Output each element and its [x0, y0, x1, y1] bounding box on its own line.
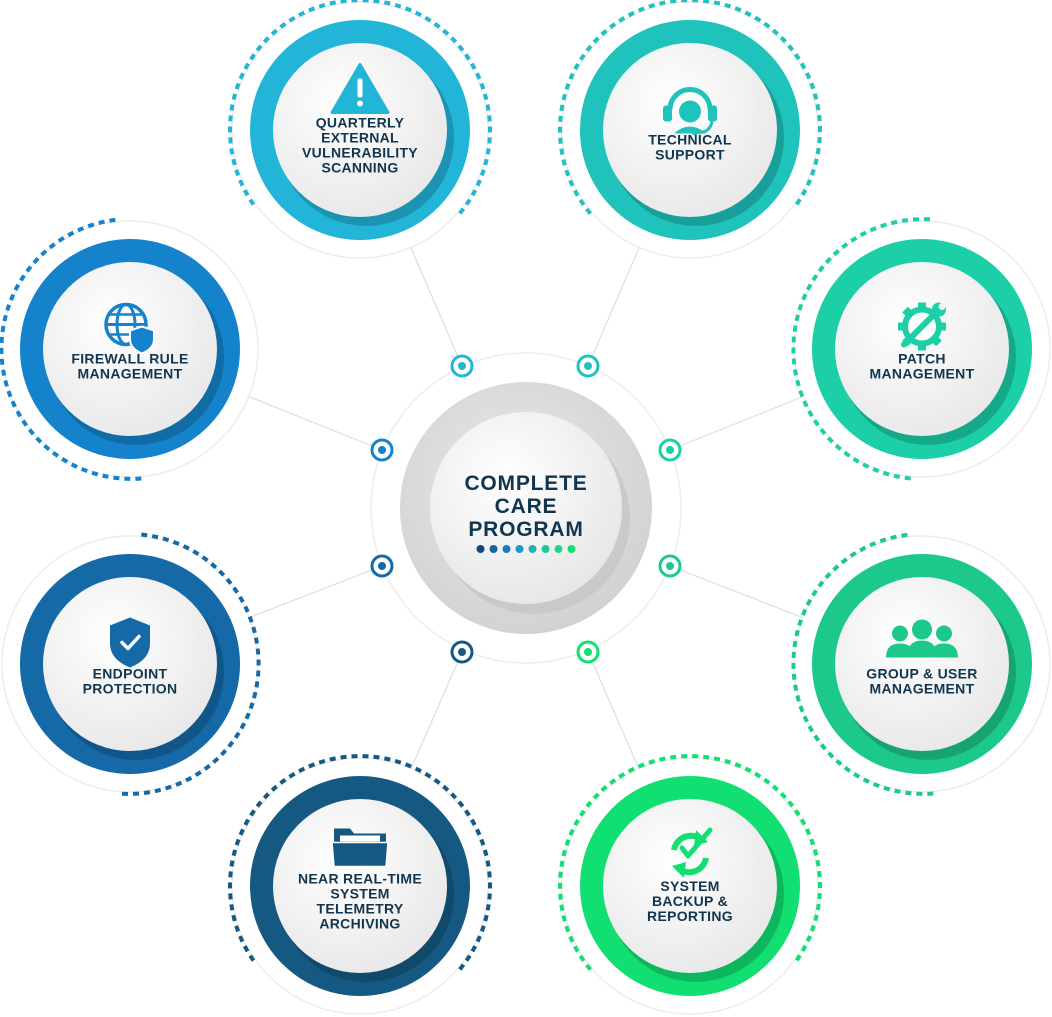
- center-dot: [541, 545, 550, 553]
- service-inner-disc: [273, 799, 447, 973]
- connector-node-dot: [458, 648, 466, 656]
- service-label-line: MANAGEMENT: [78, 366, 183, 382]
- service-dashed-arc: [558, 754, 822, 971]
- warning-icon: [330, 63, 390, 114]
- service-label-line: MANAGEMENT: [870, 681, 975, 697]
- connector-node-dot: [458, 362, 466, 370]
- service-dashed-arc: [0, 217, 142, 481]
- service-label-line: TELEMETRY: [317, 901, 404, 917]
- connector-node-dot: [666, 446, 674, 454]
- center-hub: COMPLETE CARE PROGRAM: [370, 352, 682, 664]
- service-inner-disc: [603, 799, 777, 973]
- center-dot-row: [476, 545, 576, 553]
- service-label-line: FIREWALL RULE: [71, 351, 188, 367]
- center-dot: [489, 545, 498, 553]
- service-dashed-arc: [228, 0, 492, 215]
- gear-wrench-icon: [898, 302, 946, 351]
- service-nodes: [370, 354, 682, 664]
- service-inner-disc: [43, 262, 217, 436]
- center-dot: [567, 545, 576, 553]
- center-dot: [515, 545, 524, 553]
- users-icon: [886, 619, 958, 658]
- service-label-line: SYSTEM: [660, 878, 719, 894]
- service-label-line: ARCHIVING: [319, 916, 400, 932]
- service-label-line: PATCH: [898, 351, 946, 367]
- service-dashed-arc: [228, 754, 492, 971]
- service-label-line: NEAR REAL-TIME: [298, 871, 422, 887]
- service-label-line: QUARTERLY: [316, 115, 405, 131]
- service-label-line: REPORTING: [647, 908, 733, 924]
- sync-check-icon: [671, 827, 713, 878]
- service-label-line: ENDPOINT: [93, 666, 168, 682]
- connector-node-dot: [378, 562, 386, 570]
- center-title-line-3: PROGRAM: [468, 518, 583, 541]
- center-inner-disc: [430, 412, 622, 604]
- center-title-line-1: COMPLETE: [464, 472, 587, 495]
- service-dashed-arc: [558, 0, 822, 215]
- connector-node-dot: [666, 562, 674, 570]
- service-label-line: SCANNING: [321, 160, 398, 176]
- service-label-line: SUPPORT: [655, 147, 725, 163]
- service-label-line: MANAGEMENT: [870, 366, 975, 382]
- connector-node-dot: [378, 446, 386, 454]
- center-title-line-2: CARE: [495, 495, 558, 518]
- service-label-line: VULNERABILITY: [302, 145, 418, 161]
- folder-icon: [331, 828, 389, 868]
- service-dashed-arc: [791, 217, 934, 481]
- service-inner-disc: [273, 43, 447, 217]
- center-dot: [502, 545, 511, 553]
- center-dot: [554, 545, 563, 553]
- service-inner-disc: [835, 577, 1009, 751]
- service-label-line: SYSTEM: [330, 886, 389, 902]
- service-label-line: PROTECTION: [83, 681, 178, 697]
- center-dot: [476, 545, 485, 553]
- headset-icon: [663, 87, 717, 136]
- center-outer-halo: [370, 352, 682, 664]
- connector-node-dot: [584, 648, 592, 656]
- service-label-line: EXTERNAL: [321, 130, 399, 146]
- service-dashed-arc: [118, 532, 261, 796]
- center-dot: [528, 545, 537, 553]
- service-label-line: GROUP & USER: [866, 666, 977, 682]
- shield-check-icon: [110, 617, 150, 668]
- service-label-line: TECHNICAL: [648, 132, 732, 148]
- service-label-line: BACKUP &: [652, 893, 728, 909]
- service-dashed-arc: [791, 532, 934, 796]
- connector-node-dot: [584, 362, 592, 370]
- globe-shield-icon: [104, 302, 155, 355]
